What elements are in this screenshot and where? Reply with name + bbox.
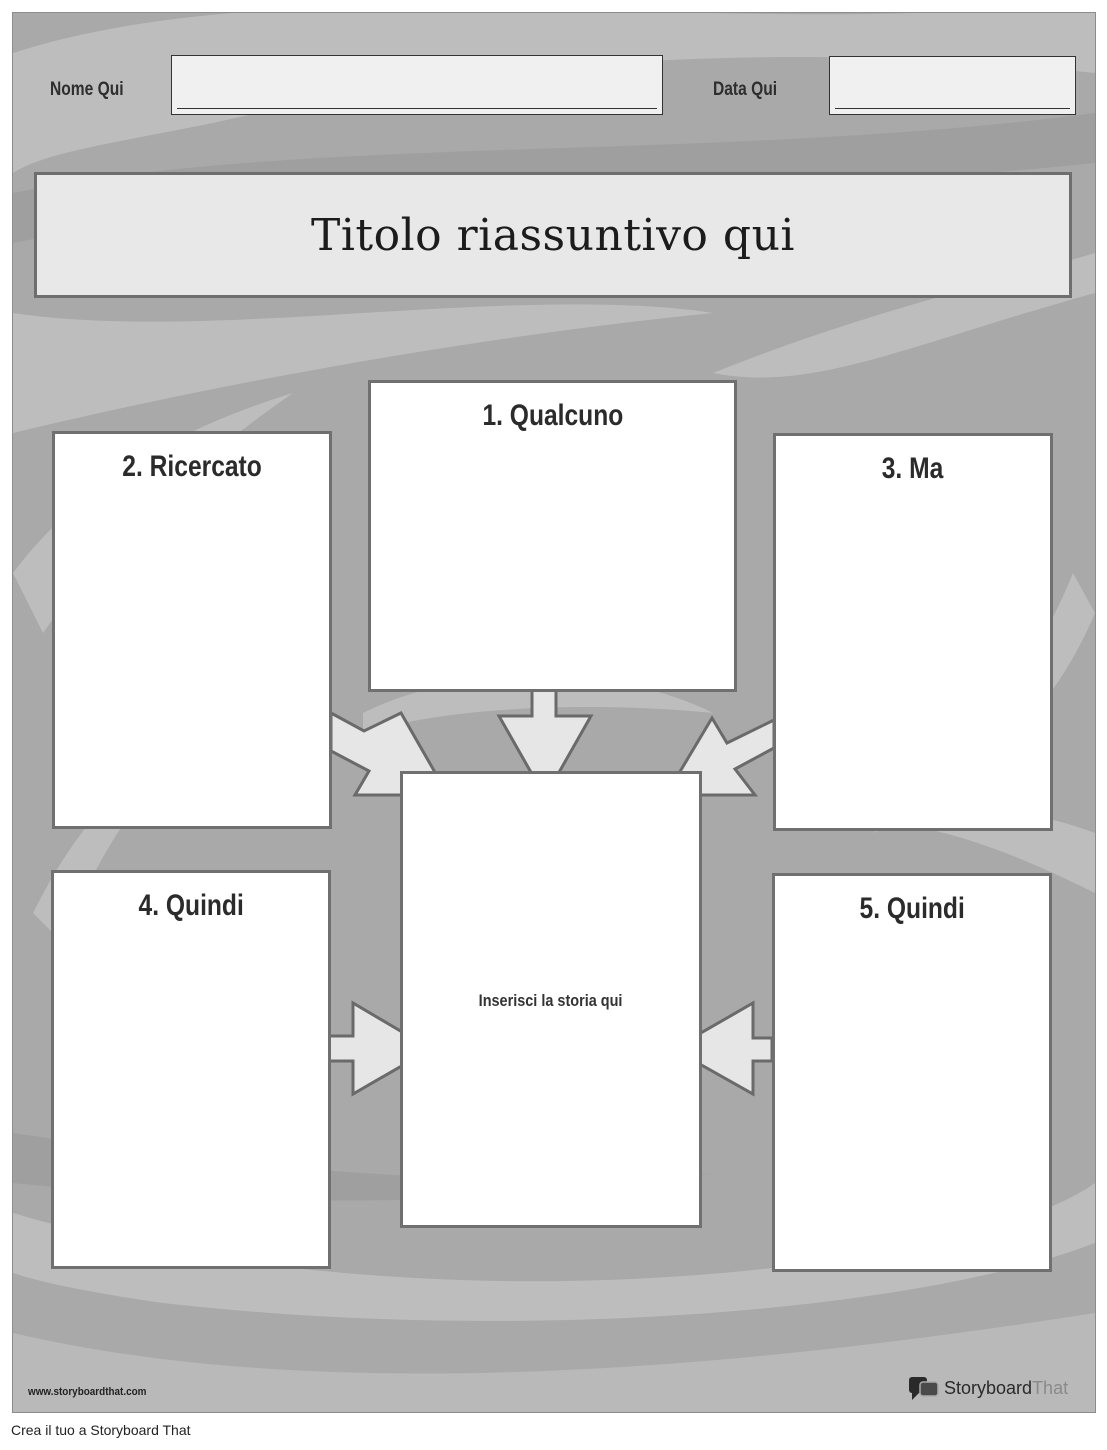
title-box[interactable]: Titolo riassuntivo qui [34,172,1072,298]
storyboard-speech-bubble-icon [909,1377,939,1400]
panel-so[interactable]: 4. Quindi [51,870,331,1269]
panel-but[interactable]: 3. Ma [773,433,1053,831]
panel-story-center[interactable]: Inserisci la storia qui [400,771,702,1228]
name-field[interactable] [171,55,663,115]
panel-then-title: 5. Quindi [859,892,965,925]
page-caption: Crea il tuo a Storyboard That [11,1422,191,1438]
brand-that-text: That [1032,1377,1069,1398]
name-label: Nome Qui [50,79,124,100]
footer-url[interactable]: www.storyboardthat.com [28,1386,147,1398]
date-label: Data Qui [713,79,778,100]
panel-wanted-title: 2. Ricercato [122,450,262,483]
brand-story-text: Storyboard [944,1377,1033,1398]
panel-someone[interactable]: 1. Qualcuno [368,380,737,692]
panel-then[interactable]: 5. Quindi [772,873,1052,1272]
panel-wanted[interactable]: 2. Ricercato [52,431,332,829]
panel-so-title: 4. Quindi [138,889,244,922]
panel-someone-title: 1. Qualcuno [482,399,623,432]
center-placeholder-text: Inserisci la storia qui [479,991,623,1010]
worksheet: Nome Qui Data Qui Titolo riassuntivo qui… [12,12,1096,1413]
panel-but-title: 3. Ma [882,452,944,485]
name-underline [177,108,657,109]
date-underline [835,108,1070,109]
page-title: Titolo riassuntivo qui [311,209,795,261]
date-field[interactable] [829,56,1076,115]
